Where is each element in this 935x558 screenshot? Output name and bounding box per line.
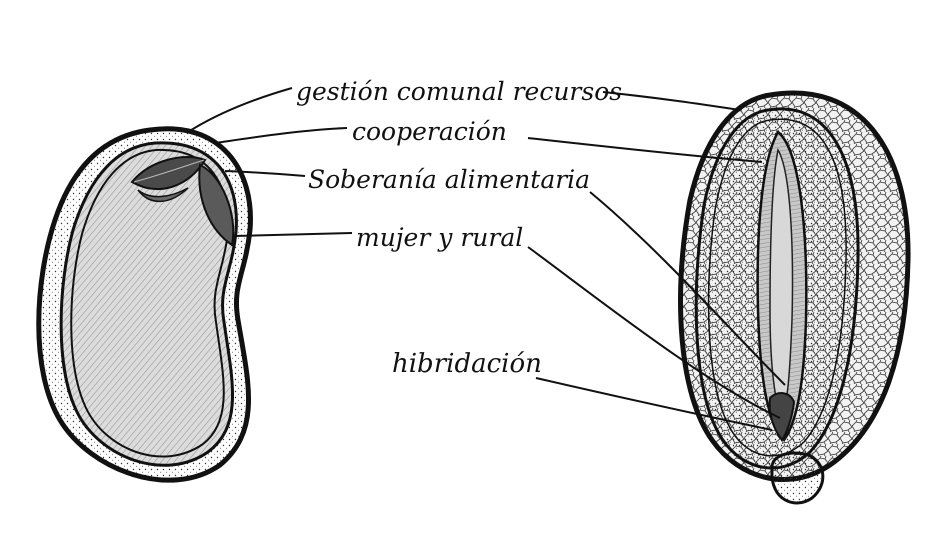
label-gestion-comunal-recursos: gestión comunal recursos [296, 77, 622, 106]
seed-hilum [772, 453, 823, 503]
label-cooperacion: cooperación [352, 117, 507, 146]
label-mujer-y-rural: mujer y rural [356, 223, 523, 252]
whole-bean-seed [39, 129, 251, 480]
label-soberania-alimentaria: Soberanía alimentaria [308, 165, 590, 194]
leader-line-gestion-right [603, 92, 740, 110]
leader-line-gestion-left [188, 88, 292, 132]
label-hibridacion: hibridación [392, 349, 542, 379]
seed-cross-section [681, 93, 908, 503]
leader-line-cooperacion-left [215, 128, 347, 143]
